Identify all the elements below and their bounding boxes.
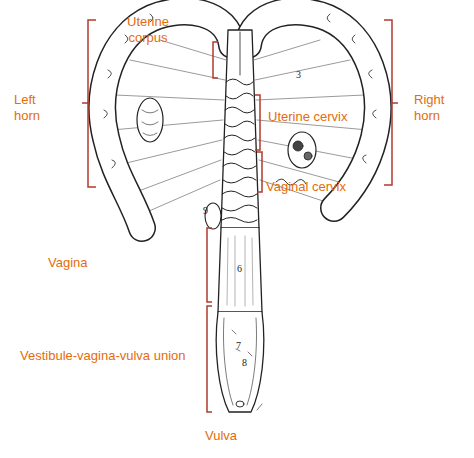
callout-number: 6: [237, 263, 242, 274]
callout-number: 9: [203, 205, 208, 216]
part-label: Vaginal cervix: [266, 179, 346, 195]
uterine-horns: [102, 11, 377, 228]
part-label: Vestibule-vagina-vulva union: [20, 348, 186, 364]
callout-number: 3: [296, 69, 301, 80]
part-label: Right horn: [414, 92, 460, 124]
part-label: Vagina: [48, 255, 88, 271]
callout-number: 7: [236, 340, 241, 351]
part-label: Vulva: [205, 428, 237, 444]
part-label: Uterine corpus: [118, 14, 178, 46]
part-label: Uterine cervix: [268, 109, 347, 125]
uterine-body: [221, 30, 259, 228]
part-label: Left horn: [14, 92, 54, 124]
vestibule-wall: [216, 312, 264, 412]
callout-number: 8: [242, 357, 247, 368]
vagina-wall: [218, 228, 262, 312]
cervical-rings: [222, 79, 257, 223]
